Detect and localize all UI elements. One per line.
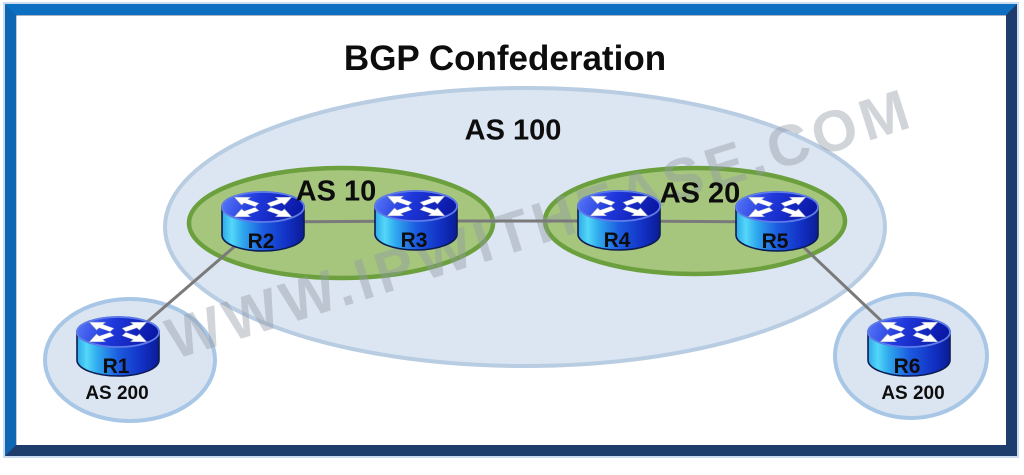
as100-zone-label: AS 100 (464, 114, 562, 147)
router-r3: R3 (372, 189, 460, 253)
as100-zone-ellipse (163, 86, 887, 368)
router-r4: R4 (575, 189, 663, 253)
as10-zone-label: AS 10 (295, 175, 377, 208)
as200-left-label: AS 200 (85, 383, 149, 404)
as200-right-label: AS 200 (881, 383, 945, 404)
as20-zone-label: AS 20 (659, 177, 741, 210)
router-r6: R6 (865, 315, 953, 379)
router-r1: R1 (74, 315, 162, 379)
frame-border (5, 4, 1017, 456)
page-title: BGP Confederation (343, 39, 667, 78)
router-label: R1 (102, 355, 130, 378)
router-label: R3 (400, 229, 428, 252)
router-label: R2 (247, 230, 275, 253)
router-label: R6 (893, 355, 921, 378)
router-label: R5 (761, 230, 789, 253)
router-r2: R2 (219, 190, 307, 254)
router-label: R4 (603, 229, 631, 252)
router-r5: R5 (733, 190, 821, 254)
